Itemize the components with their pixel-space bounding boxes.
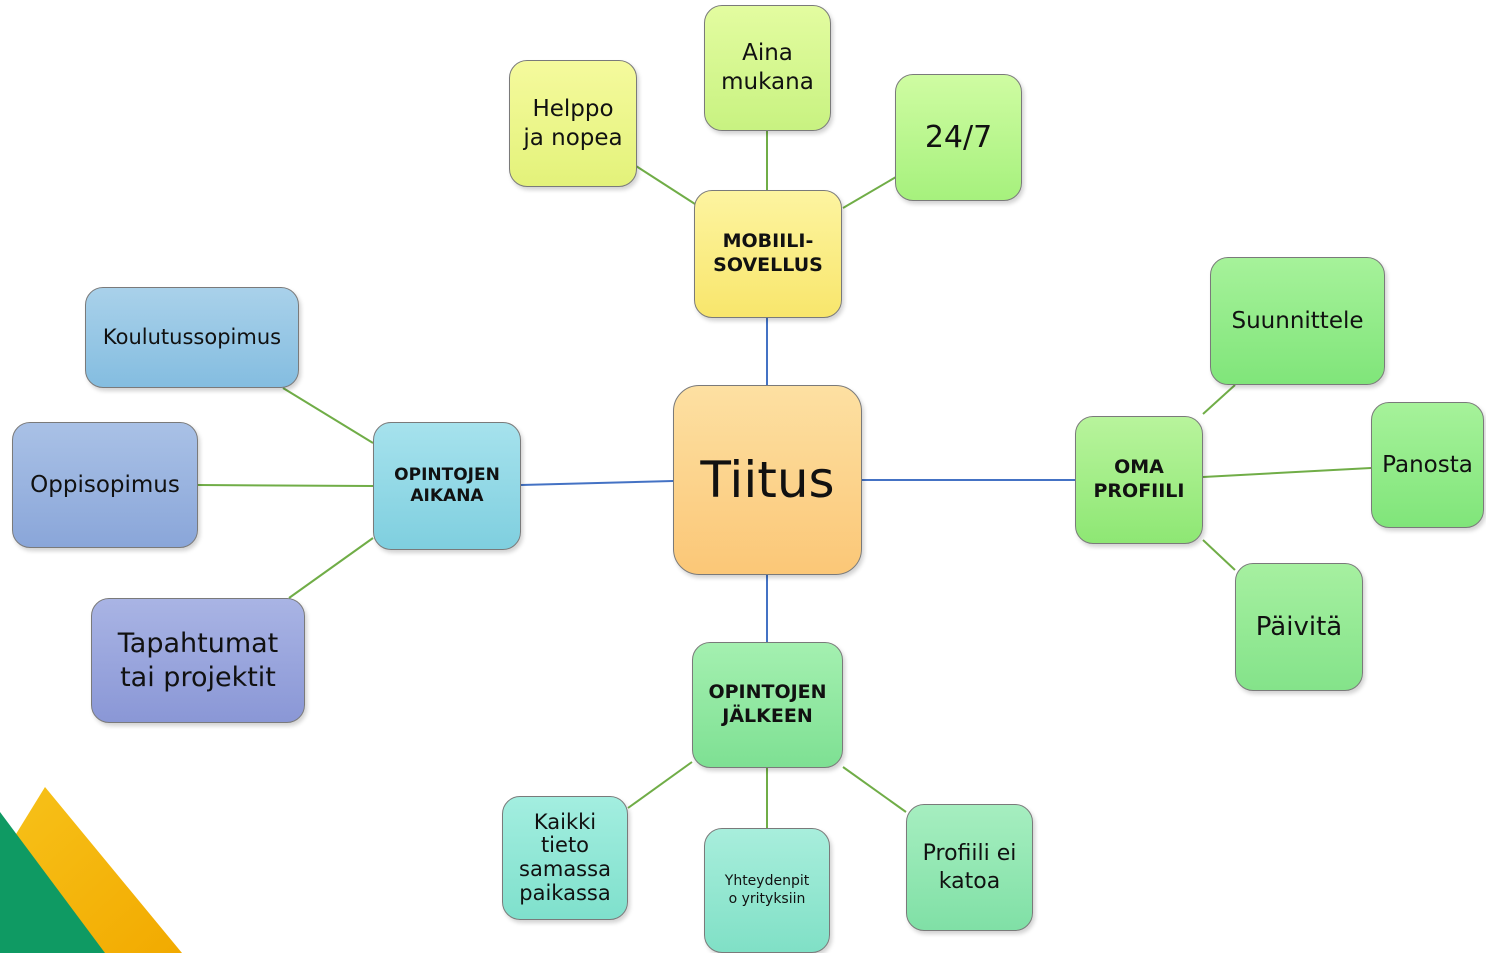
- leaf-label: Suunnittele: [1231, 307, 1364, 334]
- leaf-label: Päivitä: [1255, 611, 1343, 642]
- leaf-profiili-ei-katoa: Profiili ei katoa: [906, 804, 1033, 931]
- leaf-aina: Aina mukana: [704, 5, 831, 131]
- leaf-line: [842, 766, 907, 813]
- leaf-label: Koulutussopimus: [102, 325, 282, 350]
- spoke-left: [520, 480, 674, 486]
- leaf-label: Yhteydenpit o yrityksiin: [724, 873, 810, 907]
- leaf-yhteydenpito: Yhteydenpit o yrityksiin: [704, 828, 830, 953]
- leaf-label: Helppo ja nopea: [523, 95, 623, 151]
- hub-oma-profiili: OMA PROFIILI: [1075, 416, 1203, 544]
- leaf-helppo: Helppo ja nopea: [509, 60, 637, 187]
- center-node: Tiitus: [673, 385, 862, 575]
- leaf-paivita: Päivitä: [1235, 563, 1363, 691]
- leaf-line: [1202, 539, 1236, 571]
- leaf-oppisopimus: Oppisopimus: [12, 422, 198, 548]
- leaf-line: [288, 537, 374, 599]
- leaf-panosta: Panosta: [1371, 402, 1484, 528]
- hub-opintojen-jalkeen: OPINTOJEN JÄLKEEN: [692, 642, 843, 768]
- leaf-line: [282, 387, 374, 444]
- hub-label: OPINTOJEN JÄLKEEN: [708, 681, 827, 727]
- leaf-suunnittele: Suunnittele: [1210, 257, 1385, 385]
- leaf-label: Tapahtumat tai projektit: [117, 627, 279, 693]
- leaf-line: [627, 761, 693, 809]
- leaf-247: 24/7: [895, 74, 1022, 201]
- hub-label: OMA PROFIILI: [1093, 456, 1185, 502]
- leaf-line: [842, 176, 897, 209]
- leaf-label: Profiili ei katoa: [922, 841, 1017, 894]
- leaf-line: [1202, 467, 1372, 478]
- hub-opintojen-aikana: OPINTOJEN AIKANA: [373, 422, 521, 550]
- hub-mobiilisovellus: MOBIILI- SOVELLUS: [694, 190, 842, 318]
- leaf-label: Panosta: [1382, 451, 1473, 478]
- leaf-kaikki-tieto: Kaikki tieto samassa paikassa: [502, 796, 628, 920]
- center-label: Tiitus: [700, 450, 835, 509]
- leaf-tapahtumat: Tapahtumat tai projektit: [91, 598, 305, 723]
- leaf-koulutussopimus: Koulutussopimus: [85, 287, 299, 388]
- leaf-label: Aina mukana: [721, 40, 814, 95]
- leaf-label: Oppisopimus: [30, 471, 180, 498]
- hub-label: MOBIILI- SOVELLUS: [713, 230, 823, 276]
- hub-label: OPINTOJEN AIKANA: [394, 464, 500, 506]
- leaf-label: 24/7: [924, 119, 993, 155]
- leaf-label: Kaikki tieto samassa paikassa: [519, 809, 611, 905]
- leaf-line: [197, 484, 374, 487]
- leaf-line: [635, 165, 696, 205]
- leaf-line: [1202, 384, 1236, 415]
